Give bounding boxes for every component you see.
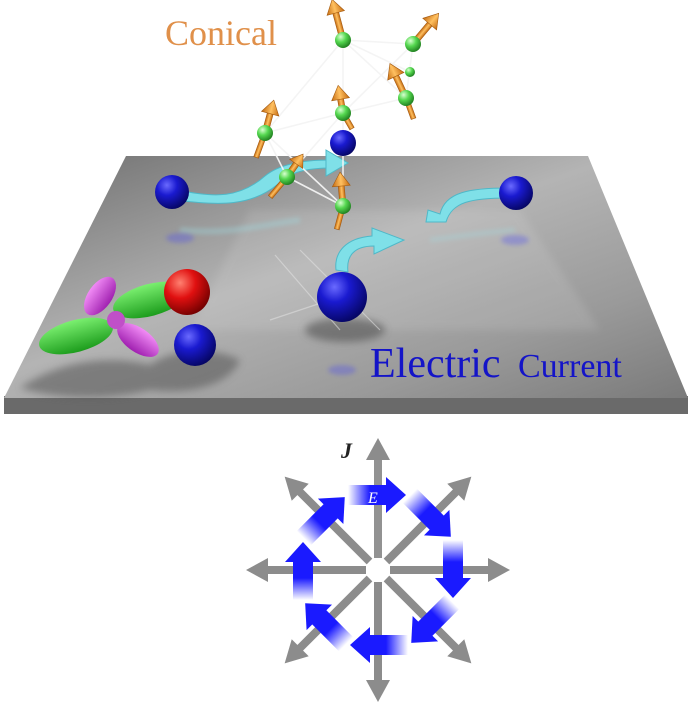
spin-lattice [253, 0, 440, 231]
orbital-lobe-green [39, 317, 113, 355]
spin-site [405, 36, 421, 52]
spin-site [335, 105, 351, 121]
current-arrow-left [246, 558, 366, 582]
vector-diagram: J E [246, 438, 510, 702]
spin-site [279, 169, 295, 185]
current-arrow-up-right [383, 476, 472, 565]
spin-site [398, 90, 414, 106]
electron-shadow-center [305, 318, 385, 342]
spin-site [405, 67, 415, 77]
field-arrow [411, 594, 460, 643]
plate-highlight [190, 210, 600, 330]
field-arrow [305, 603, 354, 652]
trail-left-head [325, 149, 349, 177]
current-arrow-down-right [383, 575, 472, 664]
orbital-center [107, 311, 125, 329]
electron-ball-back [330, 130, 356, 156]
electron-ball-center [317, 272, 367, 322]
electric-label: Electric [370, 341, 501, 387]
current-arrow-up [366, 438, 390, 558]
orbital-lobe-magenta [117, 323, 159, 357]
field-arrow [350, 627, 408, 663]
e-field-label: E [367, 490, 378, 507]
spin-site [335, 32, 351, 48]
orbital-ball-blue [174, 324, 216, 366]
spin-sites [257, 32, 421, 214]
spin-site [257, 125, 273, 141]
current-label: Current [518, 348, 622, 385]
orbitals [39, 269, 216, 366]
current-arrows [246, 438, 510, 702]
trail-reflection-2 [429, 227, 516, 243]
electron-ball-right [499, 176, 533, 210]
field-arrows [285, 477, 471, 663]
blue-reflection [166, 233, 194, 243]
j-axis-label: J [340, 438, 353, 463]
lattice-bonds [264, 39, 414, 207]
current-arrow-up-left [284, 476, 373, 565]
plate-side [4, 396, 688, 414]
trail-center [335, 227, 406, 273]
conical-label: Conical [165, 13, 277, 53]
blue-reflection-2 [501, 235, 529, 245]
current-arrow-right [390, 558, 510, 582]
orbital-ball-red [164, 269, 210, 315]
field-arrow [296, 497, 345, 546]
electron-ball-left [155, 175, 189, 209]
orbital-lobe-magenta [84, 276, 116, 316]
field-arrow [348, 477, 406, 513]
field-arrow [435, 540, 471, 598]
current-arrow-down-left [284, 575, 373, 664]
field-arrow [285, 542, 321, 600]
trail-right [425, 187, 511, 223]
electrons [155, 175, 533, 322]
trail-reflection [179, 217, 301, 235]
current-arrow-down [366, 582, 390, 702]
blue-reflection-3 [328, 365, 356, 375]
field-arrow [402, 488, 451, 537]
spin-site [335, 198, 351, 214]
